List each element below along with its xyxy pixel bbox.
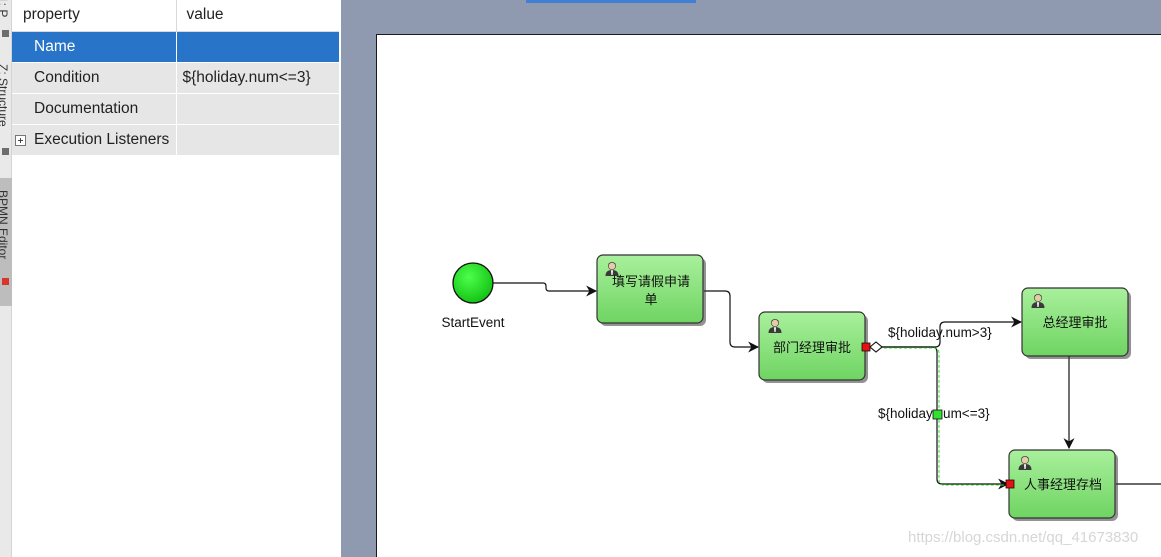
start-event-label: StartEvent: [441, 315, 504, 330]
task-hr-archive-label: 人事经理存档: [1024, 478, 1102, 493]
task-dept-manager[interactable]: 部门经理审批: [758, 311, 868, 383]
expand-plus-icon[interactable]: [15, 134, 26, 146]
tool-window-strip: 1: P Z: Structure BPMN Editor: [0, 0, 12, 557]
bpmn-editor-icon: [2, 278, 9, 285]
side-tab-project[interactable]: 1: P: [0, 0, 12, 37]
task-hr-archive[interactable]: 人事经理存档: [1008, 449, 1118, 521]
flow-midpoint-handle[interactable]: [932, 409, 943, 420]
side-tab-bpmn-editor[interactable]: BPMN Editor: [0, 178, 12, 306]
property-value-cell[interactable]: [176, 124, 339, 156]
execution-listeners-label: Execution Listeners: [34, 130, 170, 148]
property-row-condition[interactable]: Condition ${holiday.num<=3}: [12, 62, 339, 94]
property-column-header[interactable]: property: [12, 0, 177, 32]
task-dept-manager-label: 部门经理审批: [773, 341, 851, 356]
property-row-name[interactable]: Name: [12, 31, 339, 63]
flow-start-to-fill[interactable]: [493, 282, 598, 297]
properties-panel: property value Name Condition ${holiday.…: [12, 0, 341, 557]
task-fill-request-label-line1: 填写请假申请: [612, 275, 690, 290]
task-general-manager-label: 总经理审批: [1042, 316, 1107, 331]
flow-dept-to-gm[interactable]: [867, 316, 1023, 348]
value-column-header[interactable]: value: [176, 0, 339, 32]
property-row-execution-listeners[interactable]: Execution Listeners: [12, 124, 339, 156]
property-name-cell: Execution Listeners: [12, 124, 177, 156]
start-event[interactable]: [452, 262, 494, 304]
watermark: https://blog.csdn.net/qq_41673830: [908, 529, 1139, 546]
task-fill-request-label-line2: 单: [644, 293, 657, 308]
flow-source-handle[interactable]: [861, 342, 871, 352]
active-editor-tab-indicator: [526, 0, 696, 3]
task-fill-request[interactable]: 填写请假申请 单: [596, 254, 706, 326]
property-name-cell: Condition: [12, 62, 177, 94]
project-icon: [2, 30, 9, 37]
conditional-flow-diamond-icon: [869, 341, 883, 353]
property-row-documentation[interactable]: Documentation: [12, 93, 339, 125]
properties-header-row: property value: [12, 0, 339, 32]
property-name-cell: Documentation: [12, 93, 177, 125]
property-value-cell[interactable]: [176, 93, 339, 125]
side-tab-structure[interactable]: Z: Structure: [0, 64, 12, 155]
property-name-cell: Name: [12, 31, 177, 63]
property-value-cell[interactable]: [176, 31, 339, 63]
flow-target-handle[interactable]: [1005, 479, 1015, 489]
property-value-cell[interactable]: ${holiday.num<=3}: [176, 62, 339, 94]
flow-fill-to-dept[interactable]: [704, 290, 760, 353]
structure-icon: [2, 148, 9, 155]
flow-condition-upper-label: ${holiday.num>3}: [888, 325, 992, 340]
properties-table: property value Name Condition ${holiday.…: [12, 0, 339, 156]
task-general-manager[interactable]: 总经理审批: [1021, 287, 1131, 359]
